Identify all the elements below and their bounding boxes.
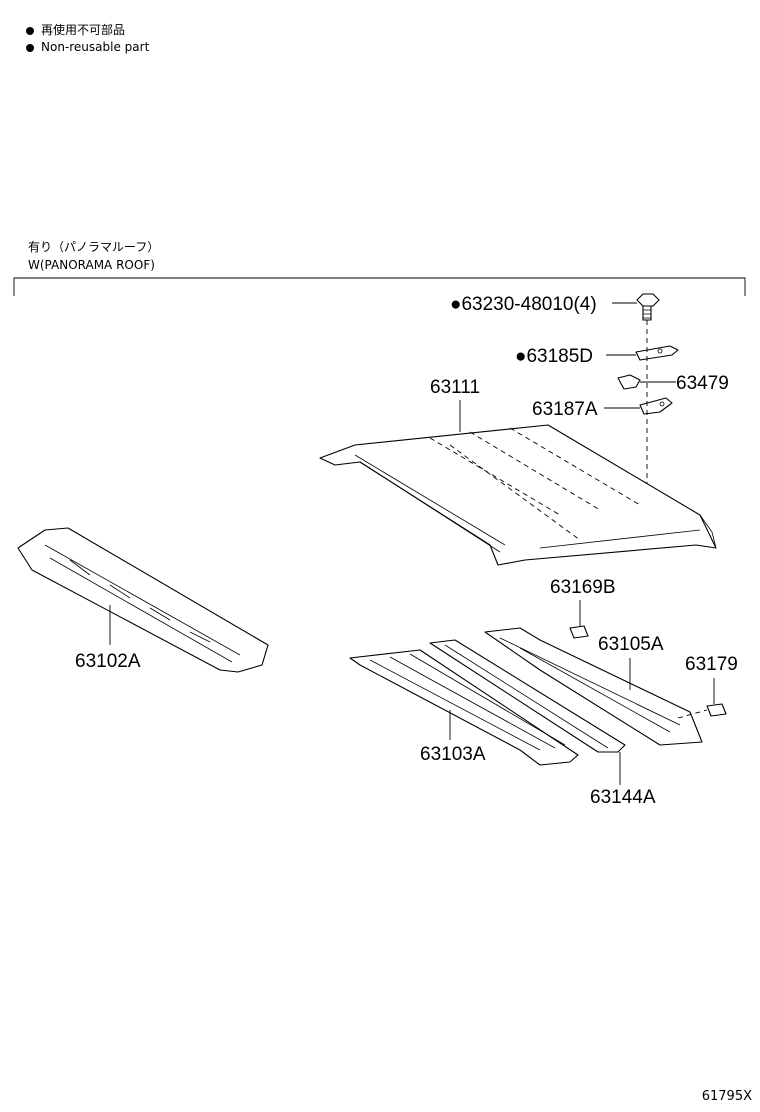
label-63179: 63179 [685,654,738,675]
legend-text-en: Non-reusable part [41,40,150,54]
bracket-63185d-part[interactable] [635,345,679,361]
label-63230: ●63230-48010(4) [450,294,597,315]
diagram-code: 61795X [701,1089,752,1104]
label-63185d: ●63185D [515,346,593,367]
condition-label: 有り（パノラマルーフ） W(PANORAMA ROOF) [28,238,159,274]
pad-63179-part[interactable] [706,703,727,717]
center-reinforcement-part[interactable] [349,649,579,766]
filled-circle-icon [26,26,34,35]
legend-row-jp: 再使用不可部品 [26,22,149,39]
side-reinforcement-part[interactable] [429,639,626,753]
condition-bracket [13,277,746,296]
label-63102a: 63102A [75,651,141,672]
front-header-part[interactable] [17,527,269,673]
bracket-63187a-part[interactable] [639,397,673,415]
legend-row-en: Non-reusable part [26,39,149,56]
condition-jp: 有り（パノラマルーフ） [28,240,160,254]
label-63169b: 63169B [550,577,616,598]
pad-63169b-part[interactable] [569,625,589,639]
label-63144a: 63144A [590,787,656,808]
legend: 再使用不可部品 Non-reusable part [26,22,149,56]
bolt-part[interactable] [636,293,660,321]
label-63111: 63111 [430,377,480,398]
label-63187a: 63187A [532,399,598,420]
rear-header-part[interactable] [484,627,703,746]
roof-panel-part[interactable] [319,424,717,566]
label-63105a: 63105A [598,634,664,655]
label-63103a: 63103A [420,744,486,765]
clip-63479-part[interactable] [617,374,641,390]
label-63479: 63479 [676,373,729,394]
legend-text-jp: 再使用不可部品 [41,23,126,37]
filled-circle-icon [26,43,34,52]
condition-en: W(PANORAMA ROOF) [28,258,155,272]
